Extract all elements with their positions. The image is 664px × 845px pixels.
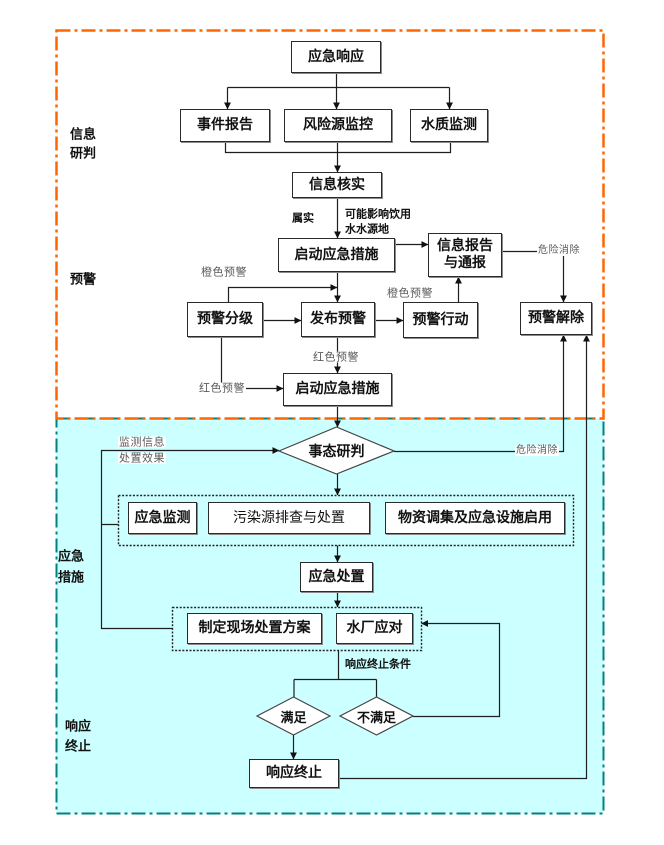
edge-response-trunk <box>227 73 450 89</box>
section-label-termination-1: 响应 <box>65 719 92 735</box>
node-pollution-source-handling: 污染源排查与处置 <box>208 502 370 534</box>
node-issue-warning: 发布预警 <box>301 302 375 337</box>
warning-zone-border <box>55 29 605 420</box>
node-materials-facilities: 物资调集及应急设施启用 <box>385 502 565 534</box>
label-orange-warning-right: 橙色预警 <box>387 286 433 300</box>
node-emergency-response: 应急响应 <box>291 41 381 73</box>
section-label-info-judgment-2: 研判 <box>70 146 97 162</box>
edge-report-to-release <box>502 250 567 303</box>
node-situation-judgment: 事态研判 <box>308 443 365 460</box>
section-label-warning: 预警 <box>70 272 97 288</box>
node-emergency-monitoring: 应急监测 <box>128 502 197 534</box>
node-warning-grading: 预警分级 <box>187 302 263 337</box>
response-zone-fill <box>56 418 604 814</box>
measures-group-box <box>117 494 575 547</box>
label-red-warning-mid: 红色预警 <box>312 350 360 364</box>
section-label-measures-1: 应急 <box>58 549 85 565</box>
label-feedback-disposal-effect: 处置效果 <box>118 451 166 465</box>
label-termination-condition: 响应终止条件 <box>345 657 411 671</box>
label-may-affect-1: 可能影响饮用 <box>345 207 411 221</box>
node-risk-source-monitoring: 风险源监控 <box>284 109 392 142</box>
node-warning-release: 预警解除 <box>520 302 592 335</box>
label-danger-cleared-top: 危险消除 <box>537 245 581 256</box>
edge-not-satisfied-loop <box>413 620 501 718</box>
node-info-verification: 信息核实 <box>292 172 382 198</box>
node-info-report-line1: 信息报告 <box>437 238 493 255</box>
section-label-measures-2: 措施 <box>58 570 85 586</box>
node-onsite-plan: 制定现场处置方案 <box>187 613 322 644</box>
node-response-end: 响应终止 <box>249 759 339 788</box>
node-start-measures-1: 启动应急措施 <box>278 238 395 272</box>
label-may-affect-2: 水水源地 <box>345 222 389 236</box>
edge-condition-split <box>293 650 378 697</box>
edge-feedback-loop <box>100 447 280 630</box>
node-start-measures-2: 启动应急措施 <box>283 373 392 406</box>
edge-judgment-to-release <box>394 334 567 453</box>
node-incident-report: 事件报告 <box>180 109 270 142</box>
not-satisfied-diamond <box>338 696 415 736</box>
label-danger-cleared-bottom: 危险消除 <box>515 445 559 456</box>
situation-judgment-diamond <box>277 426 396 475</box>
label-feedback-monitor-info: 监测信息 <box>118 435 166 449</box>
node-info-report-notify: 信息报告 与通报 <box>428 233 502 277</box>
node-emergency-disposal: 应急处置 <box>300 562 373 592</box>
node-satisfied: 满足 <box>280 710 307 726</box>
edge-grading-orange <box>227 284 338 302</box>
section-label-info-judgment-1: 信息 <box>70 127 97 143</box>
node-info-report-line2: 与通报 <box>444 255 486 271</box>
section-label-termination-2: 终止 <box>65 739 92 755</box>
node-not-satisfied: 不满足 <box>356 710 396 726</box>
satisfied-diamond <box>255 696 332 736</box>
node-water-plant-response: 水厂应对 <box>336 613 413 644</box>
node-water-quality-monitoring: 水质监测 <box>410 109 488 142</box>
label-orange-warning-left: 橙色预警 <box>201 265 247 279</box>
node-warning-action: 预警行动 <box>403 302 478 338</box>
edge-end-to-release <box>339 334 590 780</box>
label-confirmed: 属实 <box>292 211 314 225</box>
label-red-warning-left: 红色预警 <box>198 381 246 395</box>
response-zone-border <box>55 417 605 815</box>
edge-merge-reports <box>224 142 452 154</box>
